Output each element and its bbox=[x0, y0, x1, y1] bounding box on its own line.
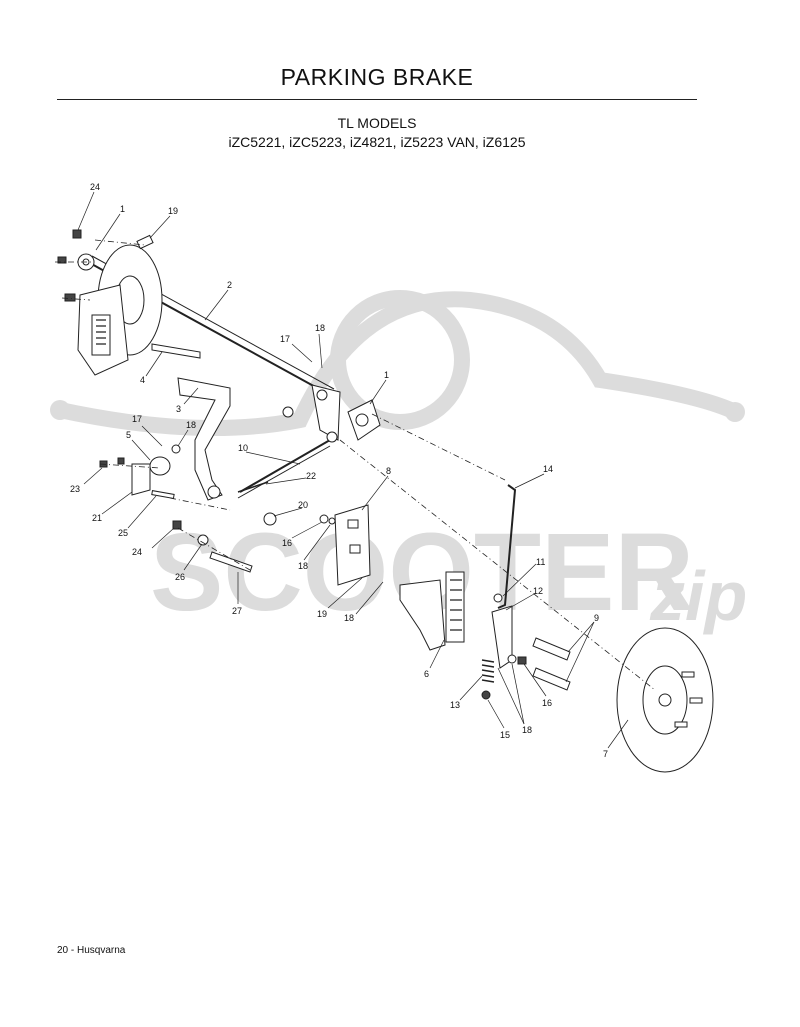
models-heading: TL MODELS bbox=[337, 115, 417, 131]
right-rotor bbox=[616, 627, 714, 773]
callout: 18 bbox=[344, 613, 354, 623]
callout: 8 bbox=[386, 466, 391, 476]
watermark-script: zip bbox=[649, 557, 747, 635]
callout: 16 bbox=[542, 698, 552, 708]
bolt-9a bbox=[532, 637, 571, 661]
models-list: iZC5221, iZC5223, iZ4821, iZ5223 VAN, iZ… bbox=[228, 134, 526, 150]
callout: 18 bbox=[186, 420, 196, 430]
callout: 27 bbox=[232, 606, 242, 616]
callout: 20 bbox=[298, 500, 308, 510]
pedal-lever bbox=[177, 377, 231, 501]
flange-1 bbox=[347, 399, 381, 441]
callout: 26 bbox=[175, 572, 185, 582]
callout: 4 bbox=[140, 375, 145, 385]
nut-left-lower bbox=[64, 293, 76, 302]
callout: 22 bbox=[306, 471, 316, 481]
rod-10 bbox=[239, 439, 331, 493]
callout: 17 bbox=[132, 414, 142, 424]
washer-16 bbox=[319, 514, 329, 524]
callout: 10 bbox=[238, 443, 248, 453]
callout: 5 bbox=[126, 430, 131, 440]
callout: 14 bbox=[543, 464, 553, 474]
bolt-9b bbox=[532, 667, 571, 691]
callout: 9 bbox=[594, 613, 599, 623]
callout: 24 bbox=[132, 547, 142, 557]
rod-14 bbox=[497, 484, 517, 609]
left-caliper bbox=[77, 253, 129, 376]
callout: 13 bbox=[450, 700, 460, 710]
callout-labels: 24 1 19 2 17 18 4 1 3 17 18 5 10 23 22 8… bbox=[70, 182, 608, 759]
callout: 17 bbox=[280, 334, 290, 344]
nut-11 bbox=[493, 593, 503, 603]
title-rule bbox=[57, 99, 697, 100]
nut-left bbox=[57, 256, 67, 264]
alignment-lines bbox=[55, 239, 656, 691]
callout: 16 bbox=[282, 538, 292, 548]
watermark: SCOOTER zip bbox=[50, 290, 747, 635]
spring-13 bbox=[481, 659, 495, 700]
leader-lines bbox=[77, 191, 629, 749]
rod-22 bbox=[237, 481, 269, 493]
washer-18 bbox=[282, 406, 294, 418]
link-bracket bbox=[311, 384, 341, 443]
callout: 12 bbox=[533, 586, 543, 596]
callout: 19 bbox=[168, 206, 178, 216]
washer-18-right bbox=[507, 654, 517, 664]
nut-24-top bbox=[72, 229, 82, 239]
bracket-21 bbox=[99, 444, 181, 499]
page-footer: 20 - Husqvarna bbox=[57, 945, 126, 956]
parts-artwork bbox=[55, 191, 714, 773]
callout: 18 bbox=[298, 561, 308, 571]
callout: 19 bbox=[317, 609, 327, 619]
callout: 18 bbox=[522, 725, 532, 735]
callout: 3 bbox=[176, 404, 181, 414]
callout: 23 bbox=[70, 484, 80, 494]
bolt-27 bbox=[209, 551, 253, 573]
callout: 18 bbox=[315, 323, 325, 333]
callout: 2 bbox=[227, 280, 232, 290]
right-caliper bbox=[399, 571, 465, 651]
nut-24 bbox=[172, 520, 182, 530]
callout: 1 bbox=[120, 204, 125, 214]
parts-diagram: SCOOTER zip bbox=[50, 182, 747, 773]
washer-20 bbox=[263, 512, 277, 526]
callout: 7 bbox=[603, 749, 608, 759]
callout: 6 bbox=[424, 669, 429, 679]
callout: 15 bbox=[500, 730, 510, 740]
bolt-19-top bbox=[136, 234, 154, 250]
callout: 21 bbox=[92, 513, 102, 523]
callout: 11 bbox=[536, 557, 545, 567]
bushing-26 bbox=[197, 534, 209, 546]
part-4-bar bbox=[151, 343, 201, 359]
callout: 24 bbox=[90, 182, 100, 192]
page-title: PARKING BRAKE bbox=[280, 64, 474, 90]
callout: 1 bbox=[384, 370, 389, 380]
nut-16-right bbox=[517, 656, 527, 665]
callout: 25 bbox=[118, 528, 128, 538]
